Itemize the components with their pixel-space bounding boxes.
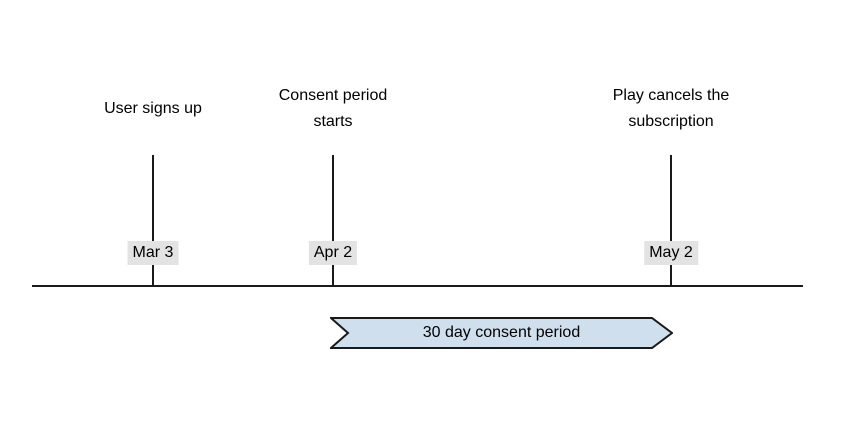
event-tick-line <box>152 155 154 286</box>
consent-period-banner: 30 day consent period <box>330 317 673 349</box>
event-label-user-signs-up: User signs up <box>104 100 202 117</box>
timeline-axis <box>32 285 803 287</box>
event-date-badge-mar-3: Mar 3 <box>127 241 179 265</box>
banner-chevron-shape <box>330 317 673 349</box>
event-tick-line <box>670 155 672 286</box>
event-date-badge-may-2: May 2 <box>644 241 698 265</box>
event-label-play-cancels-subscription: Play cancels the subscription <box>612 87 730 130</box>
event-date-badge-apr-2: Apr 2 <box>308 241 358 265</box>
event-label-consent-period-starts: Consent period starts <box>278 87 388 130</box>
consent-period-banner-label: 30 day consent period <box>422 324 581 341</box>
event-tick-line <box>332 155 334 286</box>
